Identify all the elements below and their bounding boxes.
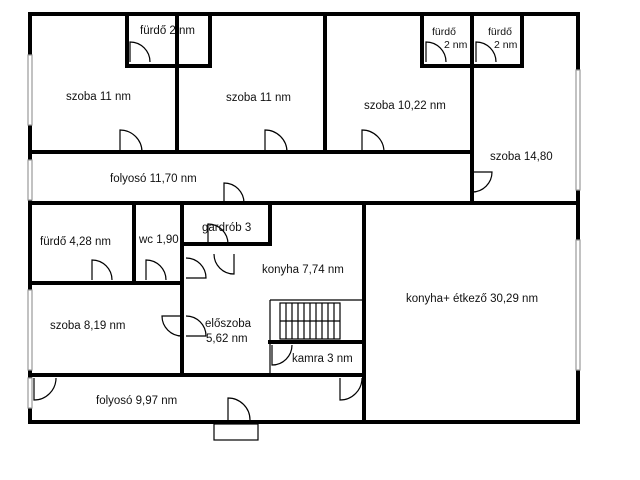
label-eloszoba-area: 5,62 nm xyxy=(206,333,248,345)
label-furdo-right1-area: 2 nm xyxy=(444,39,468,51)
label-konyha: konyha 7,74 nm xyxy=(262,264,344,276)
label-eloszoba-name: előszoba xyxy=(205,318,252,330)
outer-wall xyxy=(28,12,580,424)
room-labels: fürdő 2 nm fürdő 2 nm fürdő 2 nm szoba 1… xyxy=(40,25,553,407)
entrance-step xyxy=(213,423,259,441)
label-furdo-top: fürdő 2 nm xyxy=(140,25,195,37)
label-szoba-5: szoba 8,19 nm xyxy=(50,320,125,332)
windows xyxy=(27,54,581,409)
label-furdo-right2-name: fürdő xyxy=(488,26,512,38)
doors xyxy=(33,41,497,421)
label-szoba-4: szoba 14,80 xyxy=(490,151,553,163)
label-konyha-etkezo: konyha+ étkező 30,29 nm xyxy=(406,293,538,305)
label-szoba-2: szoba 11 nm xyxy=(226,92,291,104)
label-szoba-1: szoba 11 nm xyxy=(66,91,131,103)
label-folyoso-top: folyosó 11,70 nm xyxy=(110,173,197,185)
label-kamra: kamra 3 nm xyxy=(292,353,353,365)
label-gardrob: gardrób 3 xyxy=(202,222,251,234)
label-furdo-left: fürdő 4,28 nm xyxy=(40,236,111,248)
label-folyoso-bottom: folyosó 9,97 nm xyxy=(96,395,177,407)
label-furdo-right1-name: fürdő xyxy=(432,26,456,38)
staircase xyxy=(279,302,341,340)
interior-walls xyxy=(28,12,580,424)
label-szoba-3: szoba 10,22 nm xyxy=(364,100,446,112)
label-wc: wc 1,90 xyxy=(138,234,179,246)
label-furdo-right2-area: 2 nm xyxy=(494,39,518,51)
